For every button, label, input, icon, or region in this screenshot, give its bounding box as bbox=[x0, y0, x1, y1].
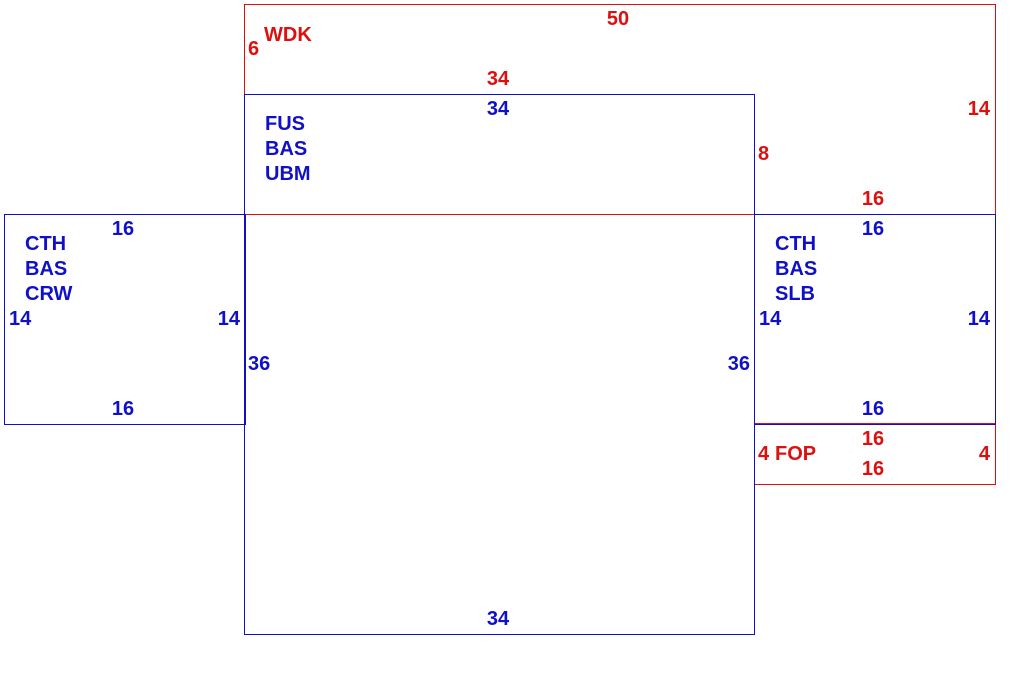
fus-bottom-dimension: 34 bbox=[486, 608, 510, 630]
cth-left-bottom-dimension: 16 bbox=[111, 398, 135, 420]
fop-right-dimension: 4 bbox=[978, 443, 990, 465]
wdk-bottom-left-dimension: 34 bbox=[486, 68, 510, 90]
cth-left-label-line-2: BAS bbox=[25, 258, 68, 280]
fus-label-line-2: BAS bbox=[265, 138, 308, 160]
fus-left-dimension: 36 bbox=[248, 353, 271, 375]
fus-label-line-3: UBM bbox=[265, 163, 311, 185]
fop-room-label: FOP bbox=[775, 443, 817, 465]
fus-label-line-1: FUS bbox=[265, 113, 305, 135]
wdk-left-dimension: 6 bbox=[248, 38, 260, 60]
wdk-bottom-right-dimension: 16 bbox=[861, 188, 885, 210]
fus-room-label: FUS BAS UBM bbox=[265, 112, 311, 187]
cth-right-bottom-dimension: 16 bbox=[861, 398, 885, 420]
cth-right-left-dimension: 14 bbox=[759, 308, 782, 330]
fus-room-outline bbox=[244, 94, 755, 635]
cth-left-right-dimension: 14 bbox=[217, 308, 240, 330]
cth-right-right-dimension: 14 bbox=[967, 308, 990, 330]
cth-left-room-outline bbox=[4, 214, 246, 425]
wdk-right-dimension: 14 bbox=[967, 98, 990, 120]
wdk-room-label: WDK bbox=[264, 24, 312, 46]
fop-top-dimension: 16 bbox=[861, 428, 885, 450]
cth-left-top-dimension: 16 bbox=[111, 218, 135, 240]
cth-right-label-line-1: CTH bbox=[775, 233, 817, 255]
fop-left-dimension: 4 bbox=[758, 443, 770, 465]
wdk-inner-right-dimension: 8 bbox=[758, 143, 770, 165]
wdk-top-dimension: 50 bbox=[606, 8, 630, 30]
cth-left-left-dimension: 14 bbox=[9, 308, 32, 330]
cth-right-top-dimension: 16 bbox=[861, 218, 885, 240]
cth-right-label-line-3: SLB bbox=[775, 283, 815, 305]
cth-right-room-label: CTH BAS SLB bbox=[775, 232, 817, 307]
cth-left-room-label: CTH BAS CRW bbox=[25, 232, 72, 307]
fus-right-dimension: 36 bbox=[727, 353, 750, 375]
fop-bottom-dimension: 16 bbox=[861, 458, 885, 480]
cth-left-label-line-1: CTH bbox=[25, 233, 67, 255]
cth-left-label-line-3: CRW bbox=[25, 283, 73, 305]
cth-right-label-line-2: BAS bbox=[775, 258, 818, 280]
fus-top-dimension: 34 bbox=[486, 98, 510, 120]
